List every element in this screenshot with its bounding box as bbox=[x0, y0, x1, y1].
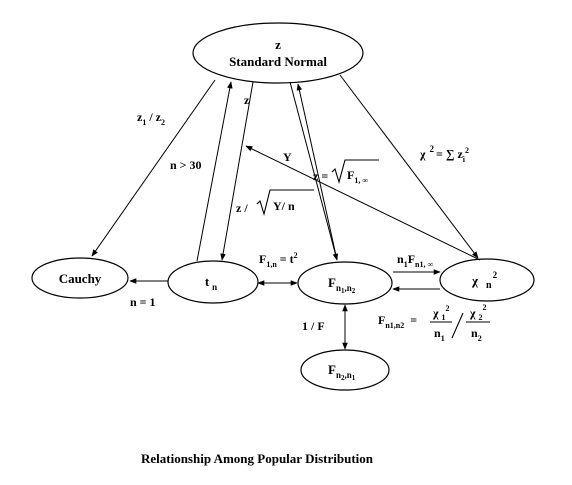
sqrt-radicand-f: F1, ∞ bbox=[347, 168, 368, 185]
arrow-t-to-normal bbox=[196, 81, 233, 262]
node-standard-normal bbox=[192, 22, 364, 84]
f-ratio-denominator-1: n1 bbox=[434, 326, 445, 343]
edge-label-n-gt-30: n > 30 bbox=[170, 158, 202, 172]
f-node-label: Fn1,n2 bbox=[328, 275, 356, 295]
f-swap-node-label: Fn2,n1 bbox=[328, 362, 356, 382]
f-ratio-divider bbox=[451, 312, 464, 339]
edge-label-z-over-sqrt-y-n: z / Y/ n bbox=[236, 189, 314, 217]
arrow-normal-to-f bbox=[289, 81, 339, 261]
node-f-swapped bbox=[300, 349, 390, 391]
z-eq-prefix: z = bbox=[313, 169, 328, 183]
sqrt-sign-f bbox=[331, 159, 379, 184]
sqrt-radicand-y-n: Y/ n bbox=[273, 199, 295, 213]
f-ratio-denominator-2: n2 bbox=[471, 326, 482, 343]
sqrt-sign-y-n bbox=[256, 189, 314, 217]
arrow-f-to-normal bbox=[296, 83, 338, 261]
edge-label-n1-fn1-inf: n1Fn1, ∞ bbox=[397, 252, 433, 269]
edge-label-f1n-eq-t2: F1,n = t2 bbox=[259, 251, 298, 269]
edge-label-z1-z2: z1 / z2 bbox=[137, 110, 165, 127]
edge-label-z-eq-sqrt-f: z = F1, ∞ bbox=[313, 159, 379, 185]
node-cauchy bbox=[31, 257, 129, 299]
f-ratio-lhs: Fn1,n2= bbox=[378, 313, 417, 330]
arrow-normal-to-chi bbox=[339, 74, 479, 259]
cauchy-label: Cauchy bbox=[59, 271, 102, 286]
diagram-caption: Relationship Among Popular Distribution bbox=[141, 451, 374, 466]
edge-label-z: z bbox=[244, 93, 250, 107]
arrow-normal-to-cauchy bbox=[91, 79, 216, 257]
z-over-sqrt-prefix: z / bbox=[236, 201, 248, 215]
arrow-normal-to-t bbox=[220, 81, 254, 261]
normal-label-name: Standard Normal bbox=[229, 54, 327, 69]
edge-label-n-eq-1: n = 1 bbox=[130, 295, 156, 309]
edge-label-y: Y bbox=[283, 150, 292, 164]
normal-label-z: z bbox=[275, 37, 281, 52]
node-f bbox=[297, 261, 393, 305]
edge-label-one-over-f: 1 / F bbox=[302, 319, 325, 333]
arrow-chi-to-t bbox=[245, 145, 481, 261]
node-chi-square bbox=[439, 258, 535, 302]
